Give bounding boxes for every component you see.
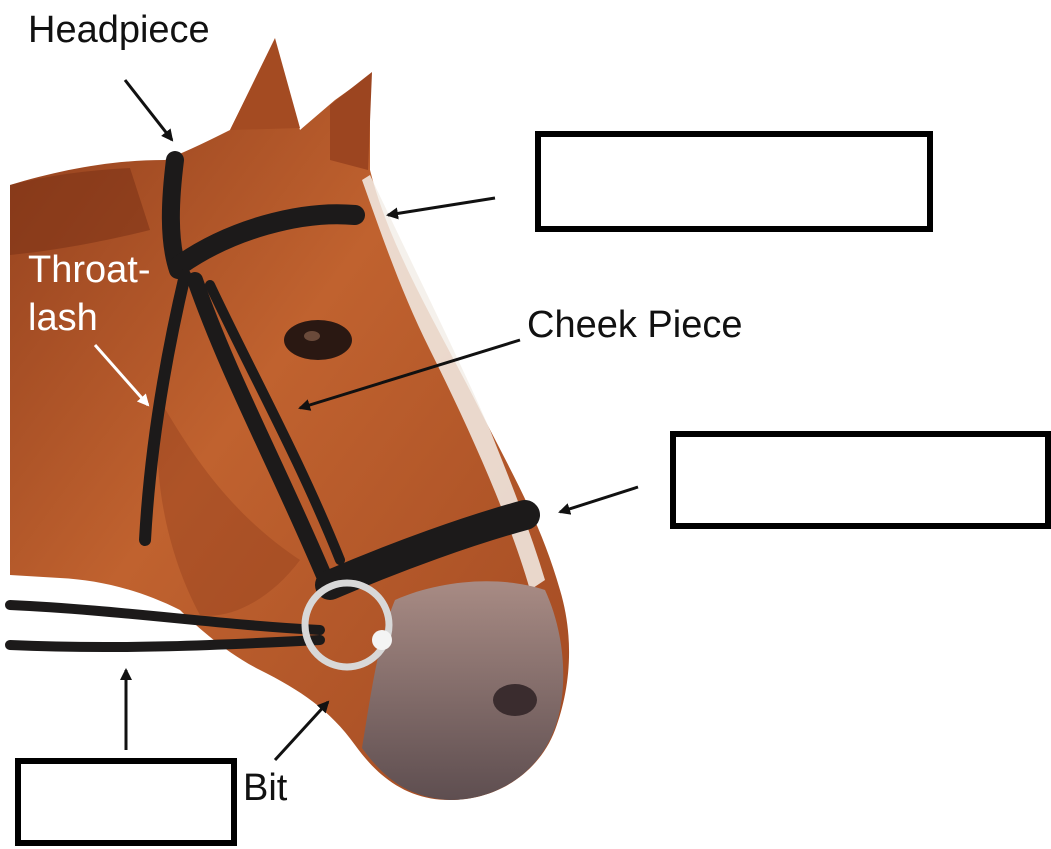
bit-arrow xyxy=(275,702,328,760)
answer-box-noseband[interactable] xyxy=(670,431,1051,529)
horse-head-image xyxy=(10,38,569,800)
bit-label: Bit xyxy=(243,766,287,810)
headpiece-arrow xyxy=(125,80,172,140)
horse-eye xyxy=(284,320,352,360)
throatlash-label-line2: lash xyxy=(28,296,98,340)
answer-box-reins[interactable] xyxy=(15,758,237,846)
browband-arrow xyxy=(388,198,495,215)
cheek-piece-label: Cheek Piece xyxy=(527,303,742,347)
horse-nostril xyxy=(493,684,537,716)
headpiece-label: Headpiece xyxy=(28,8,210,52)
headpiece-strap xyxy=(171,160,178,270)
answer-box-browband[interactable] xyxy=(535,131,933,232)
bit-mouthpiece xyxy=(372,630,392,650)
horse-left-ear xyxy=(230,38,300,130)
throatlash-label-line1: Throat- xyxy=(28,248,150,292)
horse-right-ear xyxy=(330,72,372,170)
horse-muzzle xyxy=(362,581,563,800)
noseband-arrow xyxy=(560,487,638,512)
rein-lower xyxy=(10,640,320,647)
